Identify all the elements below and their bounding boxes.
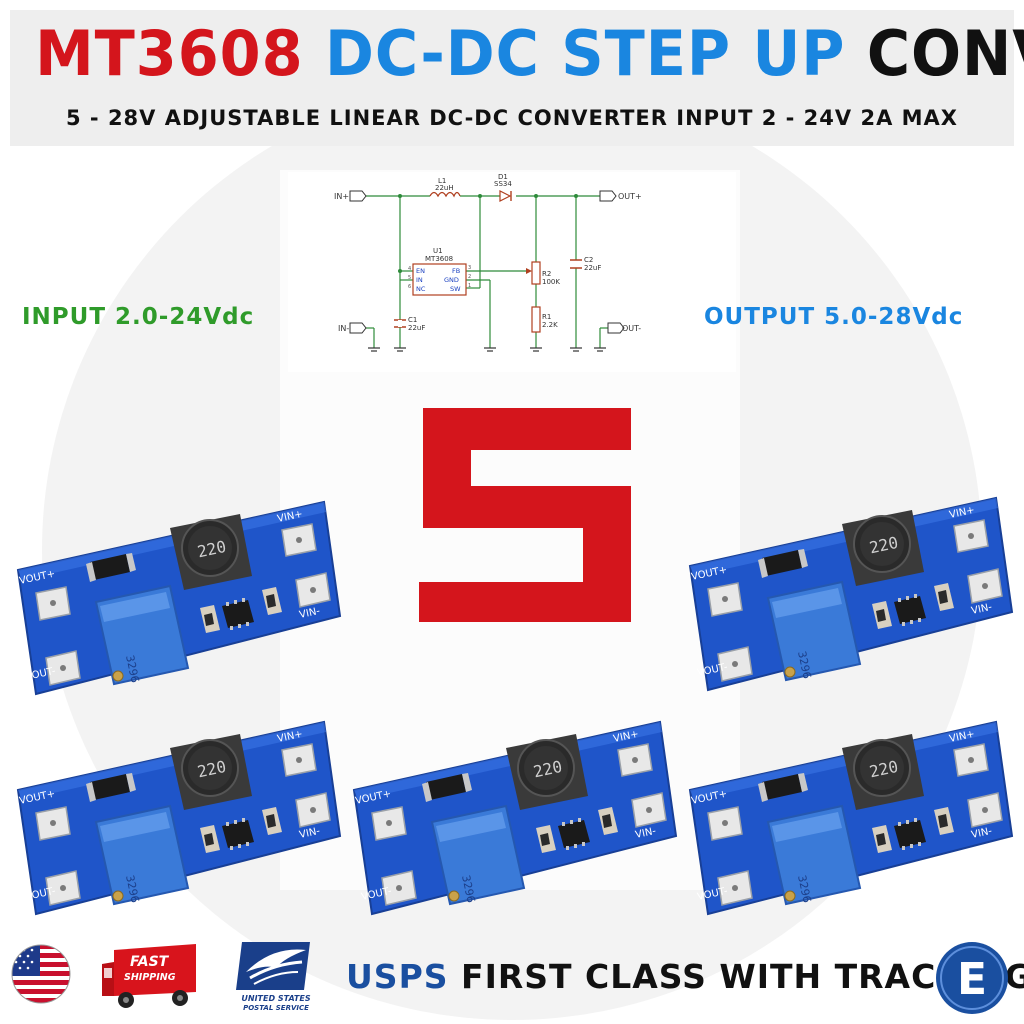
d1-value: SS34 <box>494 180 512 188</box>
shipping-service: FIRST CLASS WITH TRACKING <box>448 957 1024 996</box>
pin-number-en: 4 <box>408 266 411 272</box>
converter-board-3 <box>17 721 341 915</box>
quantity-number: 5 <box>419 408 631 622</box>
u1-value: MT3608 <box>425 255 453 263</box>
shipping-method-text: USPS FIRST CLASS WITH TRACKING <box>346 952 1024 1002</box>
title-model: MT3608 <box>35 17 304 90</box>
c1-ref: C1 <box>408 316 417 324</box>
u1-ref: U1 <box>433 247 443 255</box>
c2-value: 22uF <box>584 264 601 272</box>
output-voltage-label: OUTPUT 5.0-28Vdc <box>704 304 964 330</box>
shipping-carrier: USPS <box>346 957 449 996</box>
circuit-schematic: IN+ IN- OUT+ OUT- L1 22uH D1 SS34 U1 MT3… <box>288 172 736 372</box>
truck-fast-text: FAST <box>130 954 170 970</box>
pin-sw: SW <box>450 285 461 293</box>
pin-en: EN <box>416 267 425 275</box>
out-plus-label: OUT+ <box>618 192 642 201</box>
r2-ref: R2 <box>542 270 551 278</box>
converter-board-5 <box>689 721 1013 915</box>
title-type: DC-DC STEP UP <box>324 17 846 90</box>
out-minus-label: OUT- <box>622 324 641 333</box>
pin-number-gnd: 2 <box>468 274 471 280</box>
product-subtitle: 5 - 28V ADJUSTABLE LINEAR DC-DC CONVERTE… <box>66 106 958 130</box>
in-minus-label: IN- <box>338 324 349 333</box>
pin-gnd: GND <box>444 276 459 284</box>
header-band <box>10 10 1014 146</box>
r2-value: 100K <box>542 278 560 286</box>
converter-board-2 <box>689 497 1013 691</box>
d1-ref: D1 <box>498 173 508 181</box>
r1-value: 2.2K <box>542 321 558 329</box>
truck-shipping-text: SHIPPING <box>124 972 176 983</box>
converter-board-1 <box>17 501 341 695</box>
brand-e-logo: E <box>936 942 1008 1014</box>
l1-ref: L1 <box>438 177 446 185</box>
quantity-text: 5 <box>522 542 528 553</box>
c2-ref: C2 <box>584 256 593 264</box>
title-converter: CONVERTER <box>866 17 1024 90</box>
usps-eagle-logo: UNITED STATES POSTAL SERVICE <box>236 942 311 1012</box>
usps-line2: POSTAL SERVICE <box>243 1004 309 1012</box>
input-voltage-label: INPUT 2.0-24Vdc <box>22 304 255 330</box>
pin-in: IN <box>416 276 423 284</box>
brand-letter: E <box>957 954 987 1005</box>
pin-number-nc: 6 <box>408 284 411 290</box>
pin-number-sw: 1 <box>468 283 471 289</box>
pin-fb: FB <box>452 267 460 275</box>
r1-ref: R1 <box>542 313 551 321</box>
us-flag-icon <box>11 944 71 1004</box>
pin-number-fb: 3 <box>468 265 471 271</box>
in-plus-label: IN+ <box>334 192 349 201</box>
converter-board-4 <box>353 721 677 915</box>
l1-value: 22uH <box>435 184 454 192</box>
usps-line1: UNITED STATES <box>241 994 310 1003</box>
pin-nc: NC <box>416 285 426 293</box>
product-title: MT3608 DC-DC STEP UP CONVERTER <box>35 14 1024 94</box>
c1-value: 22uF <box>408 324 425 332</box>
fast-shipping-truck-icon: FAST SHIPPING <box>102 944 196 1008</box>
pin-number-in: 5 <box>408 275 411 281</box>
